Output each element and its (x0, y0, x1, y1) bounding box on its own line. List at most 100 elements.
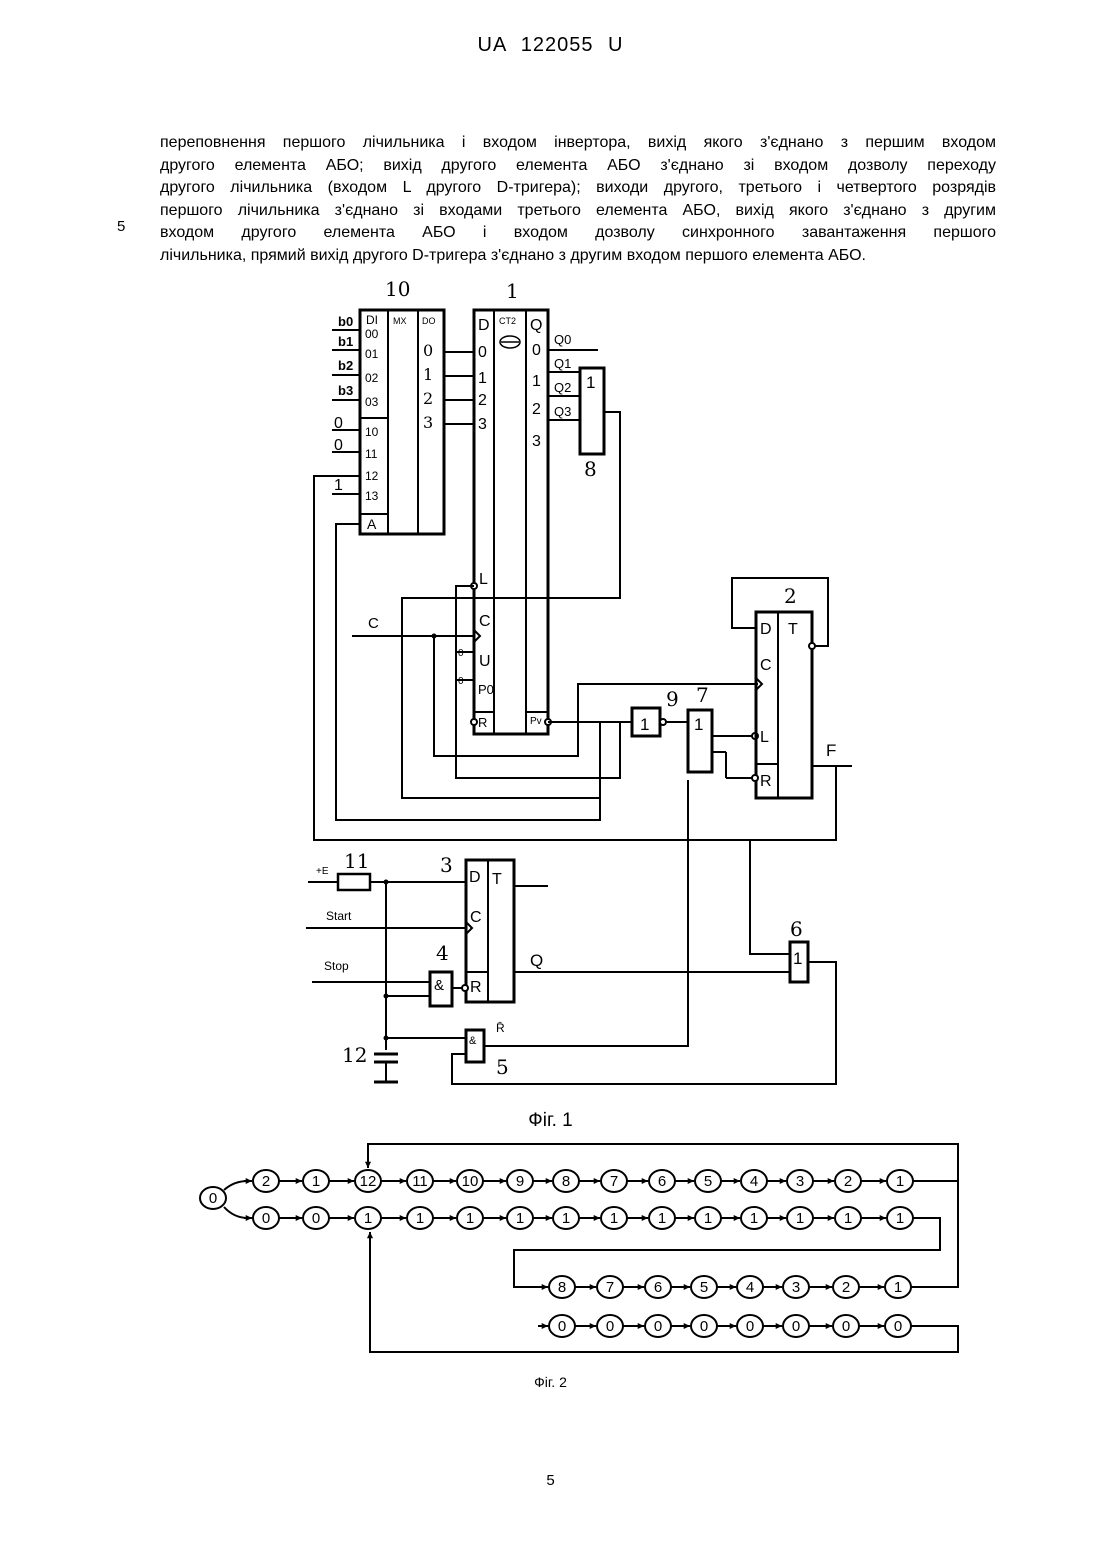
fig2-row1-node: 6 (649, 1170, 675, 1192)
fig2-row2-node-label: 1 (896, 1210, 904, 1227)
counter-pv: Pv (530, 716, 542, 727)
signal-c: C (368, 615, 379, 632)
fig2-row1-node-label: 8 (562, 1173, 570, 1190)
counter-p0-const: 0 (458, 676, 464, 687)
fig2-row4-node: 0 (645, 1315, 671, 1337)
counter-r: R (478, 715, 487, 730)
fig2-row2-node: 1 (601, 1207, 627, 1229)
mux-do-label: DO (422, 316, 436, 326)
fig2-row2-node-label: 1 (610, 1210, 618, 1227)
signal-start: Start (326, 909, 352, 923)
counter-q2: 2 (532, 401, 541, 418)
fig2-row1-node-label: 12 (360, 1173, 377, 1190)
and4-symbol: & (434, 977, 444, 994)
fig1-caption: Фіг. 1 (0, 1110, 1101, 1132)
label-or7-number: 7 (696, 683, 709, 707)
label-and5-number: 5 (496, 1055, 509, 1079)
trig3-c: C (470, 909, 482, 926)
fig2-row2-node-label: 0 (312, 1210, 320, 1227)
trig2-block (756, 612, 812, 798)
fig2-row1-node: 8 (553, 1170, 579, 1192)
and5-symbol: & (469, 1035, 477, 1047)
mux-mx-label: MX (393, 316, 407, 326)
fig2-row1-node: 4 (741, 1170, 767, 1192)
fig2-row3-node-label: 8 (558, 1279, 566, 1296)
fig2-row3-node-label: 2 (842, 1279, 850, 1296)
fig2-row1-node: 7 (601, 1170, 627, 1192)
counter-p0: P0 (478, 682, 494, 697)
label-and4-number: 4 (436, 941, 449, 965)
counter-l: L (479, 571, 488, 588)
counter-u-const: 0 (458, 648, 464, 659)
signal-f: F (826, 741, 836, 760)
fig2-row3-node-label: 5 (700, 1279, 708, 1296)
counter-d0: 0 (478, 344, 487, 361)
fig2-row1-node: 1 (887, 1170, 913, 1192)
fig2-row3-node-label: 1 (894, 1279, 902, 1296)
label-inv9-number: 9 (666, 687, 679, 711)
mux-in02: 02 (365, 371, 379, 385)
fig2-row4-node-label: 0 (792, 1318, 800, 1335)
fig2-row3-node: 7 (597, 1276, 623, 1298)
fig2-row2-node: 1 (887, 1207, 913, 1229)
fig2-row2-node-label: 1 (516, 1210, 524, 1227)
fig2-row1-node-label: 6 (658, 1173, 666, 1190)
q3-label: Q3 (554, 404, 571, 419)
fig2-row4-node: 0 (885, 1315, 911, 1337)
mux-out0: 0 (423, 341, 433, 360)
fig2-row2-node: 0 (253, 1207, 279, 1229)
fig2-row4-node: 0 (783, 1315, 809, 1337)
fig2-row1-node-label: 4 (750, 1173, 758, 1190)
q0-label: Q0 (554, 332, 571, 347)
fig2-row2-node: 1 (649, 1207, 675, 1229)
fig2-row2-node-label: 1 (466, 1210, 474, 1227)
counter-q1: 1 (532, 373, 541, 390)
q2-label: Q2 (554, 380, 571, 395)
fig2-row3-node-label: 6 (654, 1279, 662, 1296)
fig2-row2-node-label: 1 (658, 1210, 666, 1227)
fig2-row2-node-label: 1 (796, 1210, 804, 1227)
fig2-row3-node: 8 (549, 1276, 575, 1298)
fig2-row3-node: 1 (885, 1276, 911, 1298)
trig2-d: D (760, 621, 772, 638)
fig2-state-graph: 0201012111110191817161514131211180706050… (200, 1144, 958, 1352)
mux-input-b1: b1 (338, 334, 353, 349)
q1-label: Q1 (554, 356, 571, 371)
fig2-row3-node-label: 4 (746, 1279, 754, 1296)
signal-q: Q (530, 951, 543, 970)
trig2-t: T (788, 621, 798, 638)
resistor11 (338, 874, 370, 890)
inv9-symbol: 1 (640, 715, 649, 734)
fig2-row2-node: 1 (553, 1207, 579, 1229)
fig2-row2-node: 1 (507, 1207, 533, 1229)
fig2-row2-node: 1 (407, 1207, 433, 1229)
or7-symbol: 1 (694, 715, 703, 734)
counter-d-label: D (478, 317, 490, 334)
fig2-row1-node-label: 7 (610, 1173, 618, 1190)
label-trig3-number: 3 (440, 853, 453, 877)
counter-d2: 2 (478, 392, 487, 409)
mux-out2: 2 (423, 389, 433, 408)
trig3-d: D (469, 869, 481, 886)
fig2-row3-node: 2 (833, 1276, 859, 1298)
fig2-row2-node-label: 1 (750, 1210, 758, 1227)
fig2-start-node: 0 (200, 1187, 226, 1209)
mux-in10: 10 (365, 425, 379, 439)
fig2-row4-node-label: 0 (894, 1318, 902, 1335)
mux-in01: 01 (365, 347, 379, 361)
counter-q0: 0 (532, 342, 541, 359)
fig2-row4-node-label: 0 (558, 1318, 566, 1335)
fig2-row2-node-label: 1 (704, 1210, 712, 1227)
mux-out1: 1 (423, 365, 433, 384)
signal-e: +E (316, 866, 329, 877)
fig2-row1-node-label: 10 (462, 1173, 479, 1190)
fig2-row3-node-label: 3 (792, 1279, 800, 1296)
fig2-row1-node: 2 (835, 1170, 861, 1192)
mux-out3: 3 (423, 413, 433, 432)
label-counter-number: 1 (506, 279, 519, 303)
mux-const-1: 1 (334, 477, 343, 494)
fig2-row1-node: 12 (355, 1170, 381, 1192)
fig2-row2-node-label: 1 (562, 1210, 570, 1227)
mux-input-b3: b3 (338, 383, 353, 398)
